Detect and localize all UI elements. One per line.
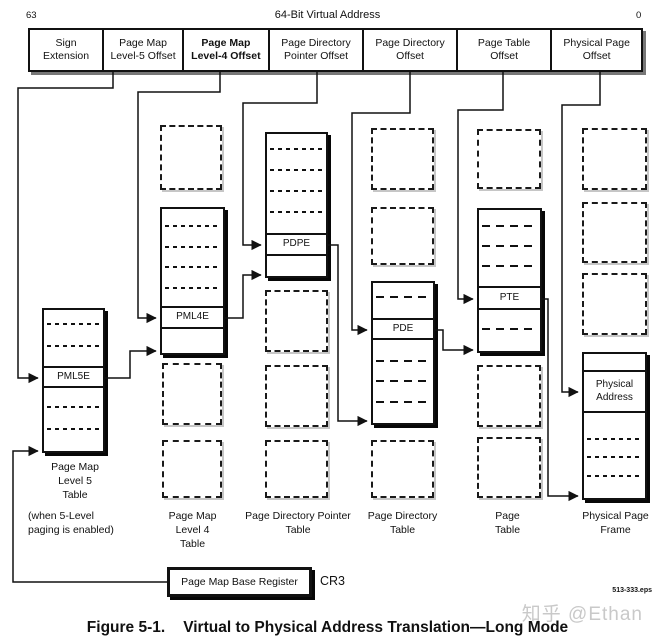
table-row [584,458,645,477]
table-row [44,325,103,347]
pml4-table: PML4E [160,207,225,355]
pml5-table: PML5E [42,308,105,453]
pdp-table-caption: Page Directory Pointer Table [245,510,351,536]
physical-page-frame: Physical Address [582,352,647,500]
pte-table: PTE [477,208,542,353]
table-row [479,210,540,227]
table-row [584,354,645,372]
table-row [373,298,433,320]
virtual-address-title: 64-Bit Virtual Address [274,9,381,21]
unused-table-placeholder [371,440,434,498]
table-row [479,227,540,247]
field-pml4-offset: Page Map Level-4 Offset [184,30,270,70]
unused-table-placeholder [160,125,222,190]
table-row [267,134,326,150]
physical-address-entry: Physical Address [584,372,645,413]
table-row [373,403,433,423]
table-row [479,247,540,267]
eps-filename: 513-333.eps [612,587,652,594]
unused-table-placeholder [265,440,328,498]
page-map-base-register-label: Page Map Base Register [181,576,298,588]
unused-table-placeholder [371,128,434,190]
pml5-table-caption: Page Map Level 5 Table [51,461,99,501]
virtual-address-bar: Sign Extension Page Map Level-5 Offset P… [28,28,643,72]
line-pml4e-to-pdp-base [225,269,262,319]
frame-caption: Physical Page Frame [582,510,649,536]
field-pd-offset: Page Directory Offset [364,30,458,70]
line-pte-to-frame-base [542,298,579,502]
table-row [479,310,540,330]
unused-table-placeholder [371,207,434,265]
table-row [267,171,326,192]
line-pdpe-to-pd-base [328,244,368,427]
pte-entry: PTE [479,288,540,310]
table-row [44,430,103,451]
table-row [44,347,103,368]
table-row [479,267,540,288]
table-row [584,413,645,440]
table-row [373,382,433,403]
table-row [162,209,223,227]
table-row [479,330,540,351]
table-row [162,248,223,268]
unused-table-placeholder [265,365,328,427]
unused-table-placeholder [582,273,647,335]
unused-table-placeholder [265,290,328,352]
pdpe-entry: PDPE [267,235,326,256]
page-table-caption: Page Table [494,510,521,536]
pde-entry: PDE [373,320,433,340]
figure-title: Virtual to Physical Address Translation—… [183,619,569,636]
unused-table-placeholder [582,128,647,190]
table-row [584,440,645,458]
watermark: 知乎 @Ethan [521,604,643,625]
pml4e-entry: PML4E [162,308,223,329]
table-row [44,388,103,408]
pd-table-caption: Page Directory Table [367,510,438,536]
table-row [373,362,433,382]
pml4-table-caption: Page Map Level 4 Table [168,510,217,550]
table-row [267,150,326,171]
table-row [584,477,645,498]
pml5-note: (when 5-Level paging is enabled) [28,510,114,536]
unused-table-placeholder [162,440,222,498]
table-row [162,268,223,289]
field-pt-offset: Page Table Offset [458,30,553,70]
page-map-base-register: Page Map Base Register [167,567,312,597]
line-pml5e-to-pml4-base [105,345,157,379]
table-row [267,192,326,213]
table-row [373,283,433,298]
field-physical-page-offset: Physical Page Offset [563,37,630,62]
table-row [373,340,433,362]
table-row [267,256,326,276]
bit-0-label: 0 [636,10,642,21]
unused-table-placeholder [162,363,222,425]
pdpe-table: PDPE [265,132,328,278]
figure-caption: Figure 5-1. Virtual to Physical Address T… [0,619,655,637]
field-sign-extension: Sign Extension [30,30,105,70]
line-pde-to-pt-base [435,329,474,356]
pml5e-entry: PML5E [44,368,103,388]
bit-63-label: 63 [26,10,37,21]
table-row [162,329,223,353]
table-row [267,213,326,235]
unused-table-placeholder [477,437,541,498]
cr3-label: CR3 [320,574,346,588]
table-row [162,289,223,308]
unused-table-placeholder [477,129,541,189]
figure-number: Figure 5-1. [86,619,166,636]
table-row [44,408,103,430]
pde-table: PDE [371,281,435,425]
field-pml5-offset: Page Map Level-5 Offset [104,30,184,70]
table-row [44,310,103,325]
table-row [162,227,223,248]
unused-table-placeholder [582,202,647,263]
unused-table-placeholder [477,365,541,427]
field-pdp-offset: Page Directory Pointer Offset [270,30,365,70]
